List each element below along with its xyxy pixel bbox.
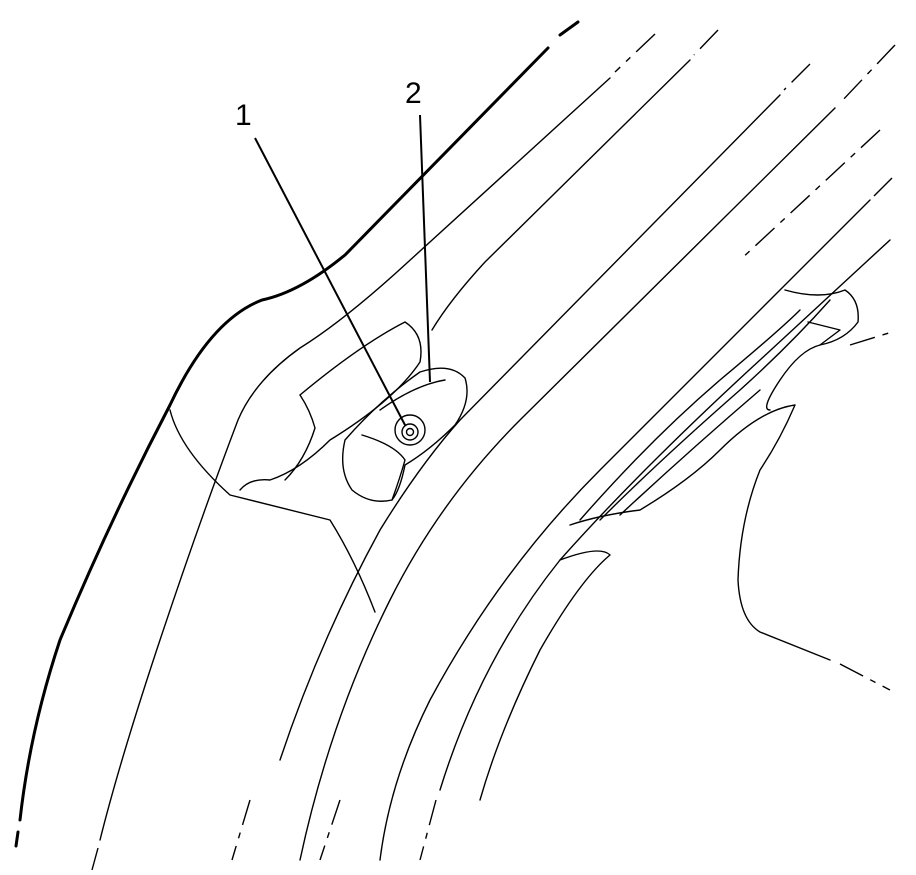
- right-structure-lower-curve: [479, 550, 611, 801]
- right-structure-top-dash: [849, 331, 893, 346]
- trim-pocket-inner: [284, 394, 316, 481]
- pillar-line-3-dash: [783, 63, 811, 91]
- right-structure-dash: [839, 663, 891, 691]
- callout-1-label: 1: [235, 99, 252, 132]
- trim-pocket-outline: [239, 321, 422, 491]
- lower-trim-contour: [169, 409, 376, 613]
- fastener-inner: [401, 423, 419, 441]
- fastener-center: [405, 427, 415, 437]
- pillar-line-6: [439, 239, 891, 791]
- pillar-line-2-dash: [693, 29, 719, 56]
- housing-face: [361, 434, 406, 501]
- callout-1-leader: [254, 137, 406, 426]
- pillar-line-3: [279, 94, 781, 761]
- pillar-line-5-dash: [873, 177, 893, 197]
- callout-2-leader: [419, 114, 431, 383]
- housing-top-edge: [379, 379, 446, 411]
- pillar-line-2: [431, 59, 691, 331]
- pillar-line-1: [99, 77, 611, 841]
- pillar-line-5: [379, 199, 871, 861]
- pillar-line-7-dash: [739, 129, 881, 261]
- outer-body-edge: [18, 46, 550, 822]
- fastener-outer: [394, 414, 426, 446]
- right-structure-lower: [569, 404, 831, 661]
- right-structure-rib-3: [619, 389, 761, 516]
- pillar-line-4-dash: [839, 44, 896, 104]
- pillar-line-6-bottom-dash: [419, 799, 437, 861]
- right-structure-rib: [579, 309, 801, 521]
- housing-component: [342, 367, 468, 502]
- right-structure-rib-2: [599, 299, 831, 521]
- pillar-line-9-dash: [319, 799, 341, 861]
- right-structure-upper: [766, 289, 859, 411]
- pillar-line-4: [299, 107, 836, 861]
- pillar-line-1-bottom-dash: [91, 847, 99, 871]
- outer-body-edge-top-dash: [558, 20, 580, 37]
- pillar-line-1-dash: [614, 33, 656, 73]
- right-structure-notch: [807, 321, 841, 346]
- pillar-line-8-dash: [231, 799, 251, 861]
- outer-body-edge-bottom-dash: [14, 830, 20, 848]
- callout-2-label: 2: [405, 77, 422, 110]
